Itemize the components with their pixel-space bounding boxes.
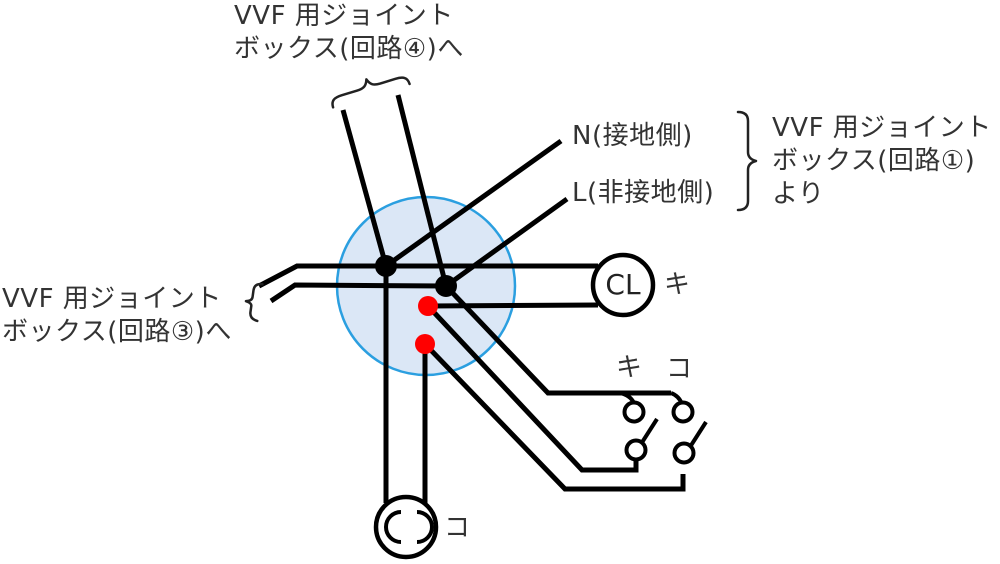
switch-ko-blade — [688, 420, 708, 449]
outlet-blade-right-arc — [416, 510, 434, 544]
switch-ki-upper-contact — [622, 400, 646, 424]
ceiling-light-symbol — [590, 252, 656, 318]
junction-dot-neutral — [375, 255, 397, 277]
wire-to-circuit4-right — [395, 94, 449, 287]
brace-circuit3 — [244, 282, 264, 323]
switch-ki-mark: キ — [616, 353, 643, 383]
devices — [373, 252, 708, 560]
braces — [244, 76, 758, 323]
wire-l-feed-to-switches — [444, 284, 671, 396]
label-to-circuit3-line1: VVF 用ジョイント — [2, 284, 222, 314]
wire-switch-ko-return — [423, 342, 686, 492]
wire-n-bus-to-cl — [257, 263, 598, 289]
wire-switch-ki-return — [426, 304, 639, 473]
switch-ki-blade — [639, 417, 659, 446]
label-wire-l: L(非接地側) — [572, 178, 715, 208]
label-from-circuit1-line1: VVF 用ジョイント — [772, 113, 992, 143]
switch-ki-lower-contact — [624, 438, 648, 462]
junction-dot-switch-ko-return — [415, 334, 435, 354]
switch-ko-lower-contact — [672, 441, 696, 465]
wire-l-to-circuit3 — [269, 282, 447, 304]
label-from-circuit1-line3: より — [772, 179, 825, 209]
junction-dot-switch-ki-return — [418, 296, 438, 316]
label-from-circuit1: VVF 用ジョイント ボックス(回路①) より — [772, 112, 992, 211]
wire-l-from-circuit1 — [444, 196, 569, 289]
label-to-circuit4-line2: ボックス(回路④)へ — [234, 34, 464, 64]
black-junction-dots — [375, 255, 457, 297]
label-to-circuit4: VVF 用ジョイント ボックス(回路④)へ — [234, 0, 464, 66]
switch-ko-mark: コ — [666, 354, 693, 384]
label-to-circuit4-line1: VVF 用ジョイント — [234, 1, 454, 31]
red-junction-dots — [415, 296, 438, 354]
label-from-circuit1-line2: ボックス(回路①) — [772, 146, 976, 176]
ceiling-light-mark: キ — [664, 270, 691, 300]
wire-n-from-circuit1 — [384, 138, 563, 269]
label-to-circuit3-line2: ボックス(回路③)へ — [2, 317, 232, 347]
switch-ko-upper-contact — [671, 400, 695, 424]
ceiling-light-text: CL — [605, 268, 641, 301]
wire-switchki-to-cl — [427, 302, 599, 309]
brace-circuit1 — [736, 110, 758, 212]
label-wire-n: N(接地側) — [572, 121, 693, 151]
outlet-mark: コ — [444, 513, 471, 543]
junction-dot-live — [435, 275, 457, 297]
label-to-circuit3: VVF 用ジョイント ボックス(回路③)へ — [2, 283, 232, 349]
wire-to-circuit4-left — [340, 109, 389, 267]
brace-circuit4 — [331, 76, 411, 109]
outlet-blade-left-arc — [384, 510, 402, 544]
